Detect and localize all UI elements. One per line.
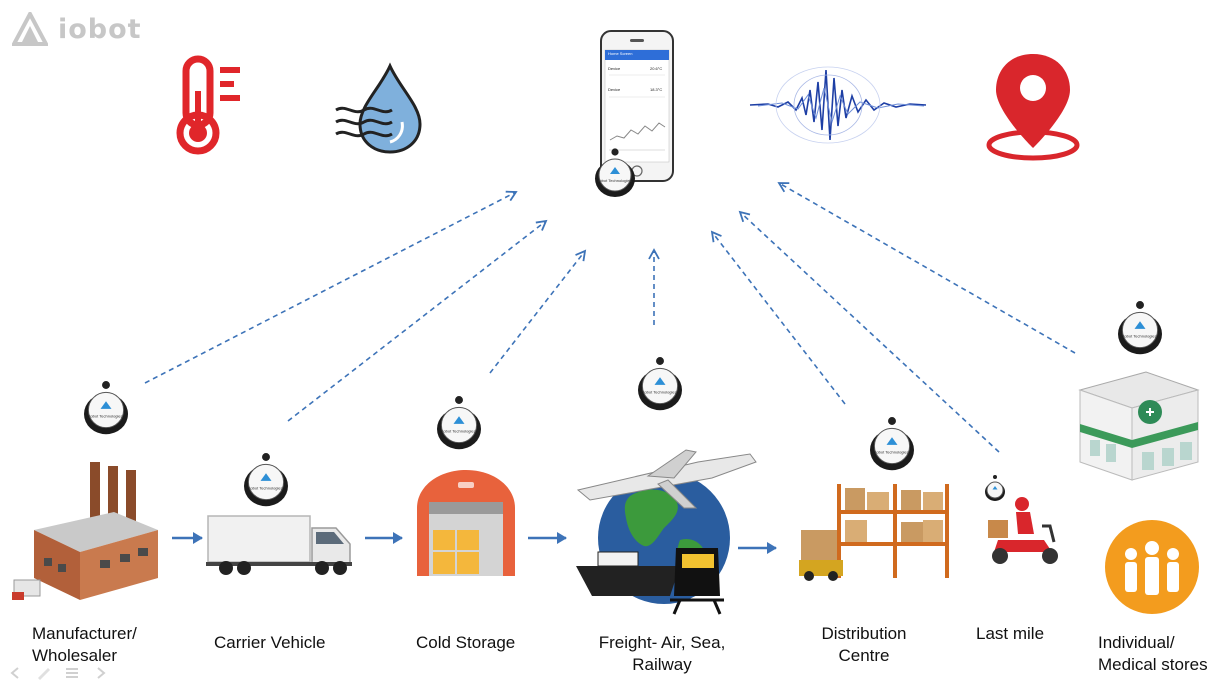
phone-row-label: Device — [608, 66, 621, 71]
device-brand-text: Iobot Technologies — [89, 414, 122, 419]
brand-name: iobot — [58, 13, 142, 45]
stage-label-carrier-vehicle: Carrier Vehicle — [214, 633, 326, 652]
phone-row-label: Device — [608, 87, 621, 92]
next-slide-icon[interactable] — [92, 666, 108, 680]
factory-icon — [12, 462, 158, 600]
thermometer-icon — [176, 55, 240, 155]
dashed-arrow-last-mile-to-phone — [738, 210, 1000, 453]
truck-icon — [206, 515, 352, 575]
iobot-sensor-device-icon: Iobot Technologies — [1118, 301, 1162, 355]
stage-label-last-mile: Last mile — [976, 624, 1045, 643]
vibration-waveform-icon — [749, 66, 927, 144]
iobot-sensor-device-icon: Iobot Technologies — [84, 381, 128, 435]
stage-label-individual-medical: Individual/ Medical stores — [1098, 633, 1208, 674]
scooter-delivery-icon — [988, 497, 1058, 564]
dashed-arrow-distribution-to-phone — [710, 230, 846, 405]
iobot-sensor-device-icon — [985, 475, 1005, 501]
people-group-icon — [1105, 520, 1199, 614]
iobot-sensor-device-icon: Iobot Technologies — [437, 396, 481, 450]
iobot-sensor-device-icon: Iobot Technologies — [638, 357, 682, 411]
stage-label-manufacturer: Manufacturer/ Wholesaler — [32, 624, 137, 665]
phone-screen-title: Home Screen — [608, 51, 633, 56]
iobot-logo-icon — [12, 12, 48, 46]
device-brand-text: Iobot Technologies — [1123, 334, 1156, 339]
smartphone-frame-icon — [600, 30, 674, 182]
stage-label-distribution-centre: Distribution Centre — [821, 624, 907, 665]
pen-icon[interactable] — [36, 666, 52, 680]
menu-icon[interactable] — [64, 666, 80, 680]
device-brand-text: Iobot Technologies — [598, 178, 631, 183]
iobot-sensor-device-icon: Iobot Technologies — [870, 417, 914, 471]
dashed-arrow-store-to-phone — [777, 182, 1076, 354]
stage-label-cold-storage: Cold Storage — [416, 633, 516, 652]
dashed-arrow-cold-storage-to-phone — [489, 249, 587, 374]
pharmacy-building-icon — [1078, 371, 1200, 481]
iobot-sensor-device-icon: Iobot Technologies — [595, 148, 635, 198]
brand-logo: iobot — [12, 12, 142, 46]
device-brand-text: Iobot Technologies — [875, 450, 908, 455]
humidity-icon — [335, 62, 422, 154]
iobot-sensor-device-icon: Iobot Technologies — [244, 453, 288, 507]
previous-slide-icon[interactable] — [8, 666, 24, 680]
smartphone-app: Home Screen Device 20.6°C Device 18.3°C — [600, 30, 674, 182]
slide-controls[interactable] — [8, 666, 108, 680]
stage-label-freight: Freight- Air, Sea, Railway — [598, 633, 726, 674]
location-pin-icon — [986, 54, 1080, 161]
cold-storage-warehouse-icon — [417, 470, 515, 576]
device-brand-text: Iobot Technologies — [643, 390, 676, 395]
device-brand-text: Iobot Technologies — [249, 486, 282, 491]
phone-row-value: 20.6°C — [650, 66, 663, 71]
phone-row-value: 18.3°C — [650, 87, 663, 92]
device-brand-text: Iobot Technologies — [442, 429, 475, 434]
freight-globe-icon — [576, 449, 757, 615]
distribution-shelves-icon — [799, 484, 949, 581]
dashed-arrow-carrier-to-phone — [287, 219, 548, 422]
dashed-arrow-manufacturer-to-phone — [144, 190, 518, 384]
